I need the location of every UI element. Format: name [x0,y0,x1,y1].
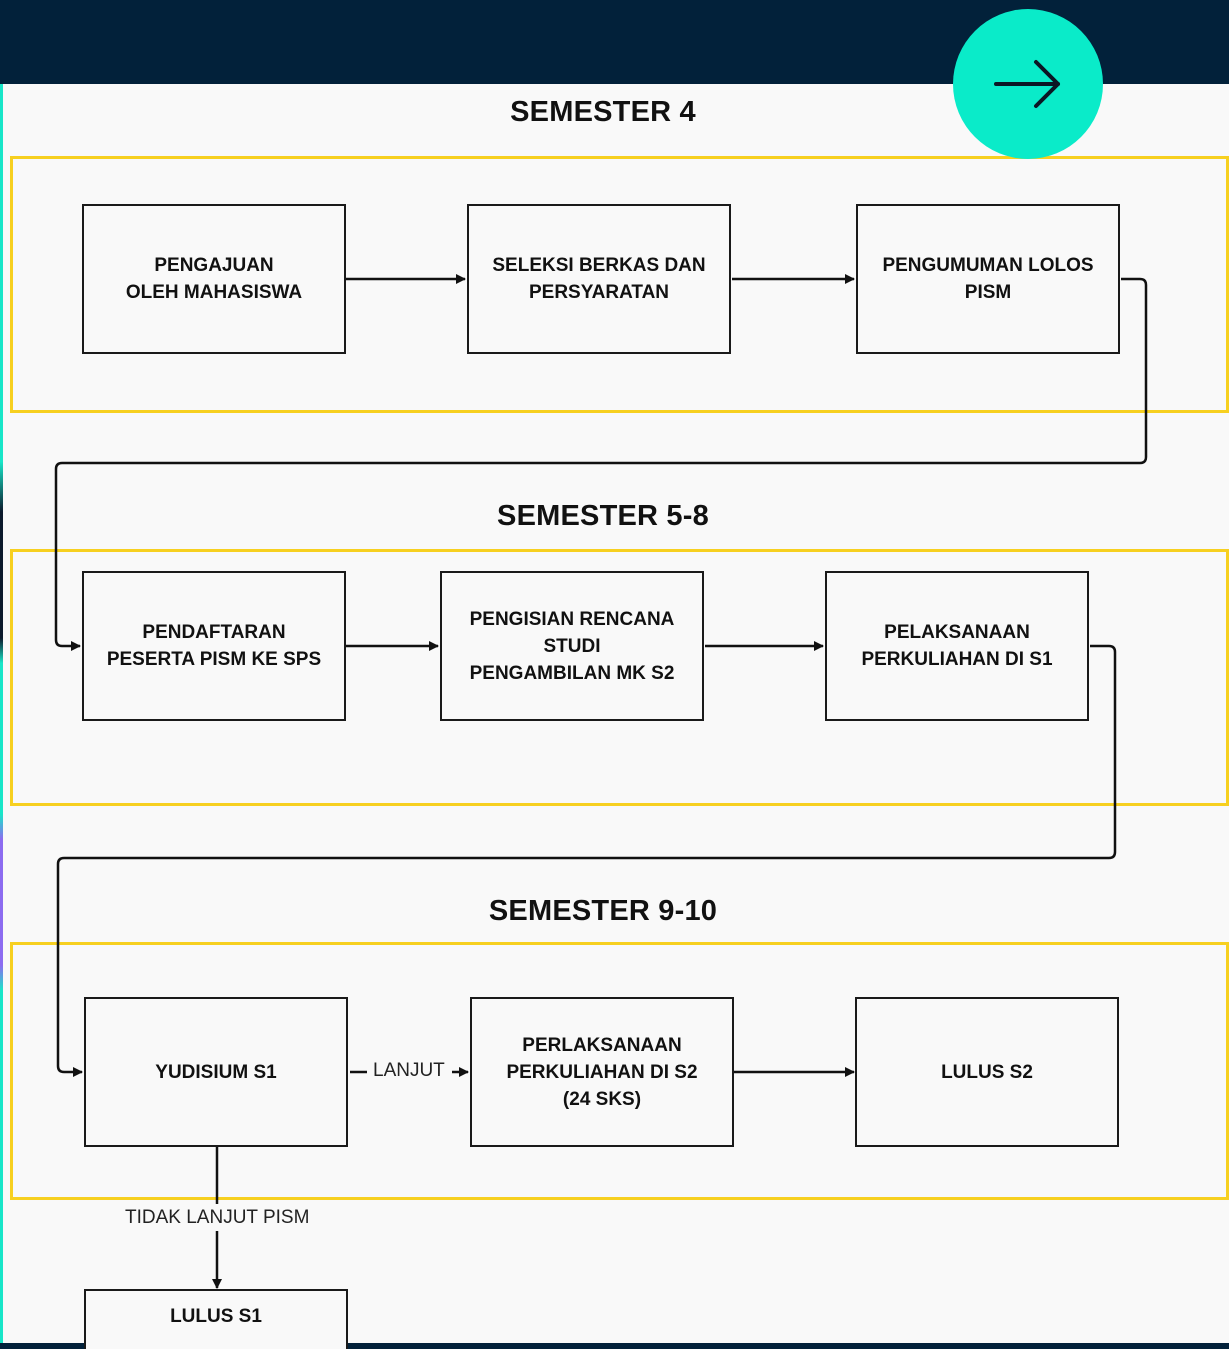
step-label: PELAKSANAAN PERKULIAHAN DI S1 [861,622,1053,670]
step-label: PENGISIAN RENCANA STUDI PENGAMBILAN MK S… [469,608,675,684]
lane-semester-4 [10,156,1229,413]
left-accent-strip [0,84,3,1343]
flow-label-tidak-lanjut: TIDAK LANJUT PISM [125,1207,310,1228]
lane-semester-9-10 [10,942,1229,1200]
step-label: LULUS S2 [941,1061,1033,1083]
lane-semester-5-8 [10,549,1229,806]
flowchart-canvas: SEMESTER 4 SEMESTER 5-8 SEMESTER 9-10 [3,84,1229,1349]
flow-connectors [54,274,1148,1289]
step-pengumuman: PENGUMUMAN LOLOS PISM [856,204,1120,354]
step-label: PERLAKSANAAN PERKULIAHAN DI S2 (24 SKS) [506,1034,698,1110]
step-seleksi-berkas: SELEKSI BERKAS DAN PERSYARATAN [467,204,731,354]
step-label: PENDAFTARAN PESERTA PISM KE SPS [106,622,322,670]
step-lulus-s2: LULUS S2 [855,997,1119,1147]
step-pendaftaran: PENDAFTARAN PESERTA PISM KE SPS [82,571,346,721]
step-label: LULUS S1 [170,1306,262,1327]
step-pelaksanaan-s1: PELAKSANAAN PERKULIAHAN DI S1 [825,571,1089,721]
step-label: PENGAJUAN OLEH MAHASISWA [125,255,303,303]
step-pengajuan: PENGAJUAN OLEH MAHASISWA [82,204,346,354]
connector-s4-to-s5-8 [54,277,1148,651]
connector-s5-8-to-s9-10 [56,644,1117,1077]
step-label: PENGUMUMAN LOLOS PISM [882,255,1094,303]
step-pengisian-rencana-studi: PENGISIAN RENCANA STUDI PENGAMBILAN MK S… [440,571,704,721]
step-label: YUDISIUM S1 [155,1061,277,1083]
arrow-right-icon [994,60,1060,108]
flow-label-lanjut: LANJUT [373,1060,445,1081]
step-label: SELEKSI BERKAS DAN PERSYARATAN [492,255,706,303]
step-perlaksanaan-s2: PERLAKSANAAN PERKULIAHAN DI S2 (24 SKS) [470,997,734,1147]
section-title-semester-9-10: SEMESTER 9-10 [488,895,718,927]
step-lulus-s1: LULUS S1 [84,1289,348,1349]
next-button[interactable] [953,9,1103,159]
section-title-semester-5-8: SEMESTER 5-8 [497,500,709,532]
step-yudisium-s1: YUDISIUM S1 [84,997,348,1147]
section-title-semester-4: SEMESTER 4 [510,96,696,128]
